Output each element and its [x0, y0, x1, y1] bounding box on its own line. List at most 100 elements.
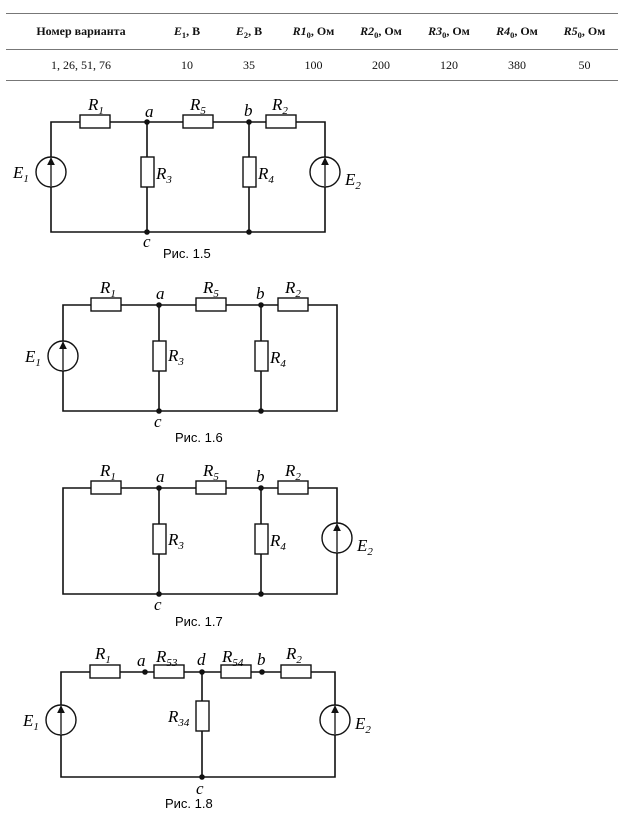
node-b: [259, 669, 265, 675]
label-node-b: b: [257, 650, 266, 669]
resistor-r4: [242, 156, 257, 188]
node-c: [199, 774, 205, 780]
cell-r5: 50: [551, 49, 618, 81]
label-r3: R3: [155, 164, 172, 186]
resistor-r2: [277, 480, 309, 495]
resistor-r5: [195, 480, 227, 495]
label-e2: E2: [356, 536, 373, 558]
label-r3: R3: [167, 530, 184, 552]
label-r4: R4: [257, 164, 274, 186]
header-r4: R40, Ом: [483, 13, 551, 50]
node-c: [156, 408, 162, 414]
node-a: [156, 302, 162, 308]
label-r54: R54: [221, 647, 244, 669]
cell-r3: 120: [415, 49, 483, 81]
label-node-c: c: [154, 595, 162, 614]
resistor-r1: [90, 297, 122, 312]
label-r2: R2: [285, 644, 302, 666]
label-r5: R5: [189, 95, 206, 117]
resistor-r1: [79, 114, 111, 129]
resistor-r53: [153, 664, 185, 679]
node-d: [199, 669, 205, 675]
label-r1: R1: [87, 95, 104, 117]
node-a: [142, 669, 148, 675]
figure-1-6: R1 R5 R2 R3 R4 E1 a b c Рис. 1.6: [24, 278, 338, 445]
variant-table: Номер варианта E1, В E2, В R10, Ом R20, …: [6, 13, 618, 87]
cell-r4: 380: [483, 49, 551, 81]
node-c2: [246, 229, 252, 235]
label-r1: R1: [99, 461, 116, 483]
label-node-a: a: [145, 102, 154, 121]
resistor-r2: [265, 114, 297, 129]
label-r1: R1: [99, 278, 116, 300]
label-node-b: b: [244, 101, 253, 120]
node-c2: [258, 408, 264, 414]
figure-1-8: R1 R53 R54 R2 R34 E1 E2 a d b c Рис. 1.8: [22, 644, 371, 811]
cell-e1: 10: [156, 49, 218, 81]
label-r2: R2: [271, 95, 288, 117]
label-e2: E2: [354, 714, 371, 736]
node-b: [246, 119, 252, 125]
resistor-r34: [195, 700, 210, 732]
label-node-b: b: [256, 284, 265, 303]
label-node-c: c: [154, 412, 162, 431]
label-r4: R4: [269, 531, 286, 553]
cell-variant: 1, 26, 51, 76: [6, 49, 156, 81]
cell-r1: 100: [280, 49, 347, 81]
label-e1: E1: [22, 711, 39, 733]
node-b: [258, 302, 264, 308]
figure-1-7: R1 R5 R2 R3 R4 E2 a b c Рис. 1.7: [62, 461, 373, 629]
resistor-r3: [140, 156, 155, 188]
caption-fig-1-8: Рис. 1.8: [165, 796, 213, 811]
caption-fig-1-6: Рис. 1.6: [175, 430, 223, 445]
caption-fig-1-7: Рис. 1.7: [175, 614, 223, 629]
node-a: [144, 119, 150, 125]
node-c: [156, 591, 162, 597]
label-node-a: a: [137, 651, 146, 670]
label-e1: E1: [12, 163, 29, 185]
header-r2: R20, Ом: [347, 13, 415, 50]
resistor-r3: [152, 340, 167, 372]
resistor-r4: [254, 523, 269, 555]
label-r2: R2: [284, 461, 301, 483]
resistor-r5: [195, 297, 227, 312]
resistor-r3: [152, 523, 167, 555]
label-r4: R4: [269, 348, 286, 370]
label-r5: R5: [202, 461, 219, 483]
table-row-spacer: [6, 80, 618, 87]
resistor-r2: [277, 297, 309, 312]
resistor-r4: [254, 340, 269, 372]
label-r1: R1: [94, 644, 111, 666]
label-r34: R34: [167, 707, 190, 729]
label-node-a: a: [156, 467, 165, 486]
label-node-d: d: [197, 650, 206, 669]
cell-e2: 35: [218, 49, 280, 81]
caption-fig-1-5: Рис. 1.5: [163, 246, 211, 261]
header-variant: Номер варианта: [6, 13, 156, 50]
label-e1: E1: [24, 347, 41, 369]
node-c: [144, 229, 150, 235]
header-e1: E1, В: [156, 13, 218, 50]
label-node-a: a: [156, 284, 165, 303]
label-r53: R53: [155, 647, 178, 669]
label-e2: E2: [344, 170, 361, 192]
label-r3: R3: [167, 346, 184, 368]
label-node-c: c: [143, 232, 151, 251]
resistor-r1: [89, 664, 121, 679]
resistor-r54: [220, 664, 252, 679]
label-r5: R5: [202, 278, 219, 300]
resistor-r5: [182, 114, 214, 129]
label-node-c: c: [196, 779, 204, 798]
header-e2: E2, В: [218, 13, 280, 50]
table-header-row: Номер варианта E1, В E2, В R10, Ом R20, …: [6, 13, 618, 50]
label-node-b: b: [256, 467, 265, 486]
header-r5: R50, Ом: [551, 13, 618, 50]
resistor-r1: [90, 480, 122, 495]
label-r2: R2: [284, 278, 301, 300]
header-r1: R10, Ом: [280, 13, 347, 50]
cell-r2: 200: [347, 49, 415, 81]
node-b: [258, 485, 264, 491]
figure-1-5: R1 R5 R2 R3 R4 E1 E2 a b c Рис. 1.5: [12, 95, 361, 261]
resistor-r2: [280, 664, 312, 679]
